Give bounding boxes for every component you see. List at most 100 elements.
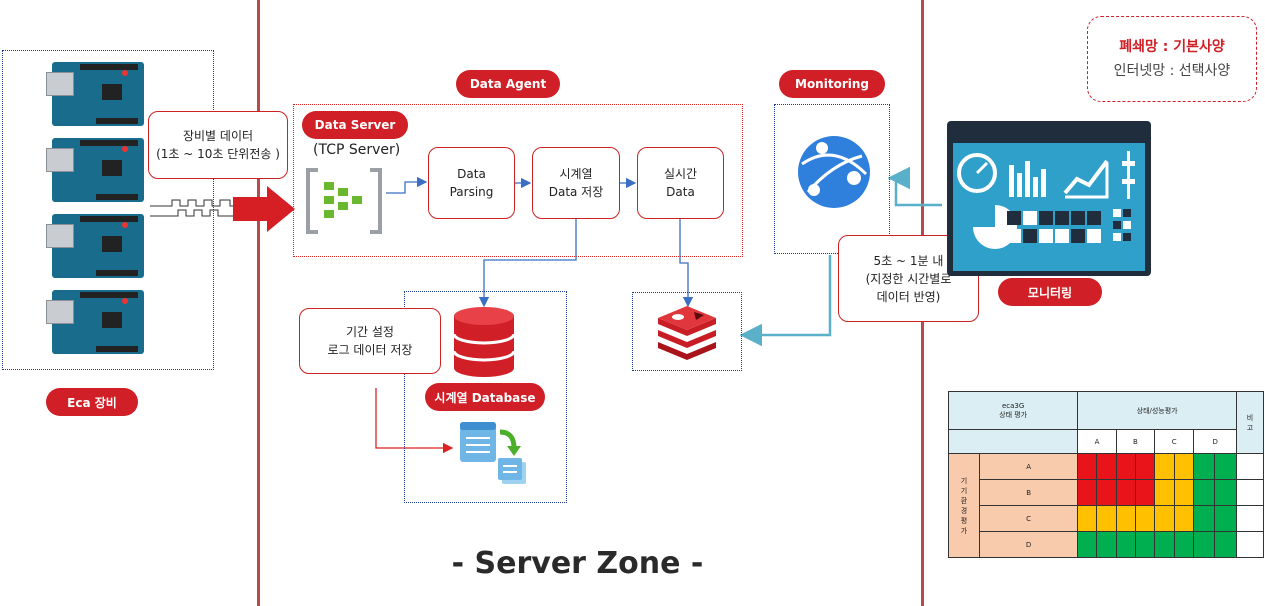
signal-waveform [150, 199, 275, 217]
eval-cell [1096, 453, 1117, 480]
eval-cell [1096, 479, 1117, 506]
eval-column-b: B [1115, 429, 1156, 454]
eval-main-header: 상태/성능평가 [1077, 391, 1237, 430]
eval-column-a: A [1077, 429, 1117, 454]
period-line1: 기간 설정 [346, 325, 394, 339]
eval-cell [1154, 479, 1175, 506]
eval-note-cell [1236, 479, 1264, 506]
eval-cell [1214, 453, 1237, 480]
period-line2: 로그 데이터 저장 [327, 343, 413, 357]
eval-note-cell [1236, 505, 1264, 532]
eval-cell [1134, 479, 1156, 506]
data-parsing-line1: Data [457, 167, 486, 181]
eval-note-cell [1236, 453, 1264, 480]
eval-blank-cell [947, 429, 1079, 454]
eval-row-group-text: 기기환경평가 [960, 476, 968, 535]
eval-cell [1077, 479, 1098, 506]
eval-cell [1193, 531, 1216, 558]
eval-cell [1134, 531, 1156, 558]
eval-cell [1214, 505, 1237, 532]
eval-row: B [949, 479, 1264, 506]
period-log-box: 기간 설정 로그 데이터 저장 [299, 308, 441, 374]
interval-line2: (지정한 시간별로 [865, 271, 952, 286]
closed-network-spec: 폐쇄망 : 기본사양 [1119, 39, 1225, 55]
left-zone-divider [257, 0, 260, 606]
internet-network-spec: 인터넷망 : 선택사양 [1113, 63, 1231, 79]
eval-cell [1214, 479, 1237, 506]
eval-cell [1154, 505, 1175, 532]
eval-cell [1115, 505, 1136, 532]
eval-cell [1173, 453, 1195, 480]
spec-box: 폐쇄망 : 기본사양 인터넷망 : 선택사양 [1087, 16, 1257, 102]
data-parsing-line2: Parsing [449, 185, 494, 199]
device-data-line1: 장비별 데이터 [182, 129, 254, 143]
eval-column-c: C [1154, 429, 1195, 454]
eval-corner-cell: eca3G 상태 평가 [947, 391, 1079, 430]
eval-cell [1154, 531, 1175, 558]
monitoring-zone [774, 104, 890, 254]
eval-cell [1193, 453, 1216, 480]
eval-cell [1173, 531, 1195, 558]
monitoring-label: Monitoring [779, 70, 885, 98]
eval-cell [1096, 505, 1117, 532]
realtime-line1: 실시간 [663, 167, 698, 181]
eca-board-2 [46, 138, 144, 202]
eval-note-cell [1236, 531, 1264, 558]
data-server-label: Data Server [302, 111, 408, 139]
update-interval-box: 5초 ~ 1분 내 (지정한 시간별로 데이터 반영) [838, 235, 979, 322]
eval-cell [1077, 505, 1098, 532]
eval-cell [1096, 531, 1117, 558]
eval-cell [1154, 453, 1175, 480]
dashboard-monitor [947, 121, 1151, 276]
eca-device-label: Eca 장비 [46, 388, 138, 416]
eval-cell [1134, 505, 1156, 532]
eval-row-label-d: D [978, 531, 1079, 558]
timeseries-store-line1: 시계열 [559, 167, 593, 181]
eval-cell [1115, 453, 1136, 480]
eval-note-header: 비고 [1236, 391, 1264, 454]
data-agent-box [293, 104, 743, 257]
redis-icon [658, 306, 716, 360]
eval-cell [1214, 531, 1237, 558]
eval-cell [1193, 479, 1216, 506]
timeseries-store-box: 시계열 Data 저장 [532, 147, 620, 219]
monitoring-kr-label: 모니터링 [998, 278, 1102, 306]
web-globe-icon [798, 136, 870, 208]
eval-row-label-a: A [978, 453, 1079, 480]
transfer-arrow [233, 186, 295, 232]
interval-line1: 5초 ~ 1분 내 [873, 253, 944, 268]
eval-cell [1115, 479, 1136, 506]
eval-row: C [949, 505, 1264, 532]
log-file-icon [460, 422, 526, 484]
eval-row-label-b: B [978, 479, 1079, 506]
eca-board-4 [46, 290, 144, 354]
eval-corner-line2: 상태 평가 [999, 410, 1028, 419]
timeseries-store-line2: Data 저장 [548, 185, 604, 199]
eval-row: 기기환경평가 A [948, 453, 1264, 558]
server-zone-label: - Server Zone - [451, 546, 704, 581]
eval-column-d: D [1193, 429, 1237, 454]
realtime-line2: Data [666, 185, 695, 199]
eval-cell [1134, 453, 1156, 480]
eval-corner-line1: eca3G [1001, 401, 1025, 410]
timeseries-db-label: 시계열 Database [425, 383, 545, 411]
timeseries-db-zone [404, 291, 567, 503]
eval-note-text: 비고 [1246, 413, 1254, 432]
interval-line3: 데이터 반영) [876, 289, 941, 304]
tcp-server-text: (TCP Server) [313, 142, 401, 158]
eval-cell [1173, 479, 1195, 506]
dashboard-widgets [957, 151, 1135, 249]
eval-row: D [949, 531, 1264, 558]
eca-board-1 [46, 62, 144, 126]
eca-board-3 [46, 214, 144, 278]
realtime-cache-zone [632, 292, 742, 371]
database-icon [452, 307, 516, 377]
device-data-box: 장비별 데이터 (1초 ~ 10초 단위전송 ) [148, 111, 288, 179]
device-data-line2: (1초 ~ 10초 단위전송 ) [156, 147, 280, 161]
eval-cell [1077, 453, 1098, 480]
data-agent-label: Data Agent [456, 70, 560, 98]
eval-row-group-label: 기기환경평가 [948, 453, 980, 558]
